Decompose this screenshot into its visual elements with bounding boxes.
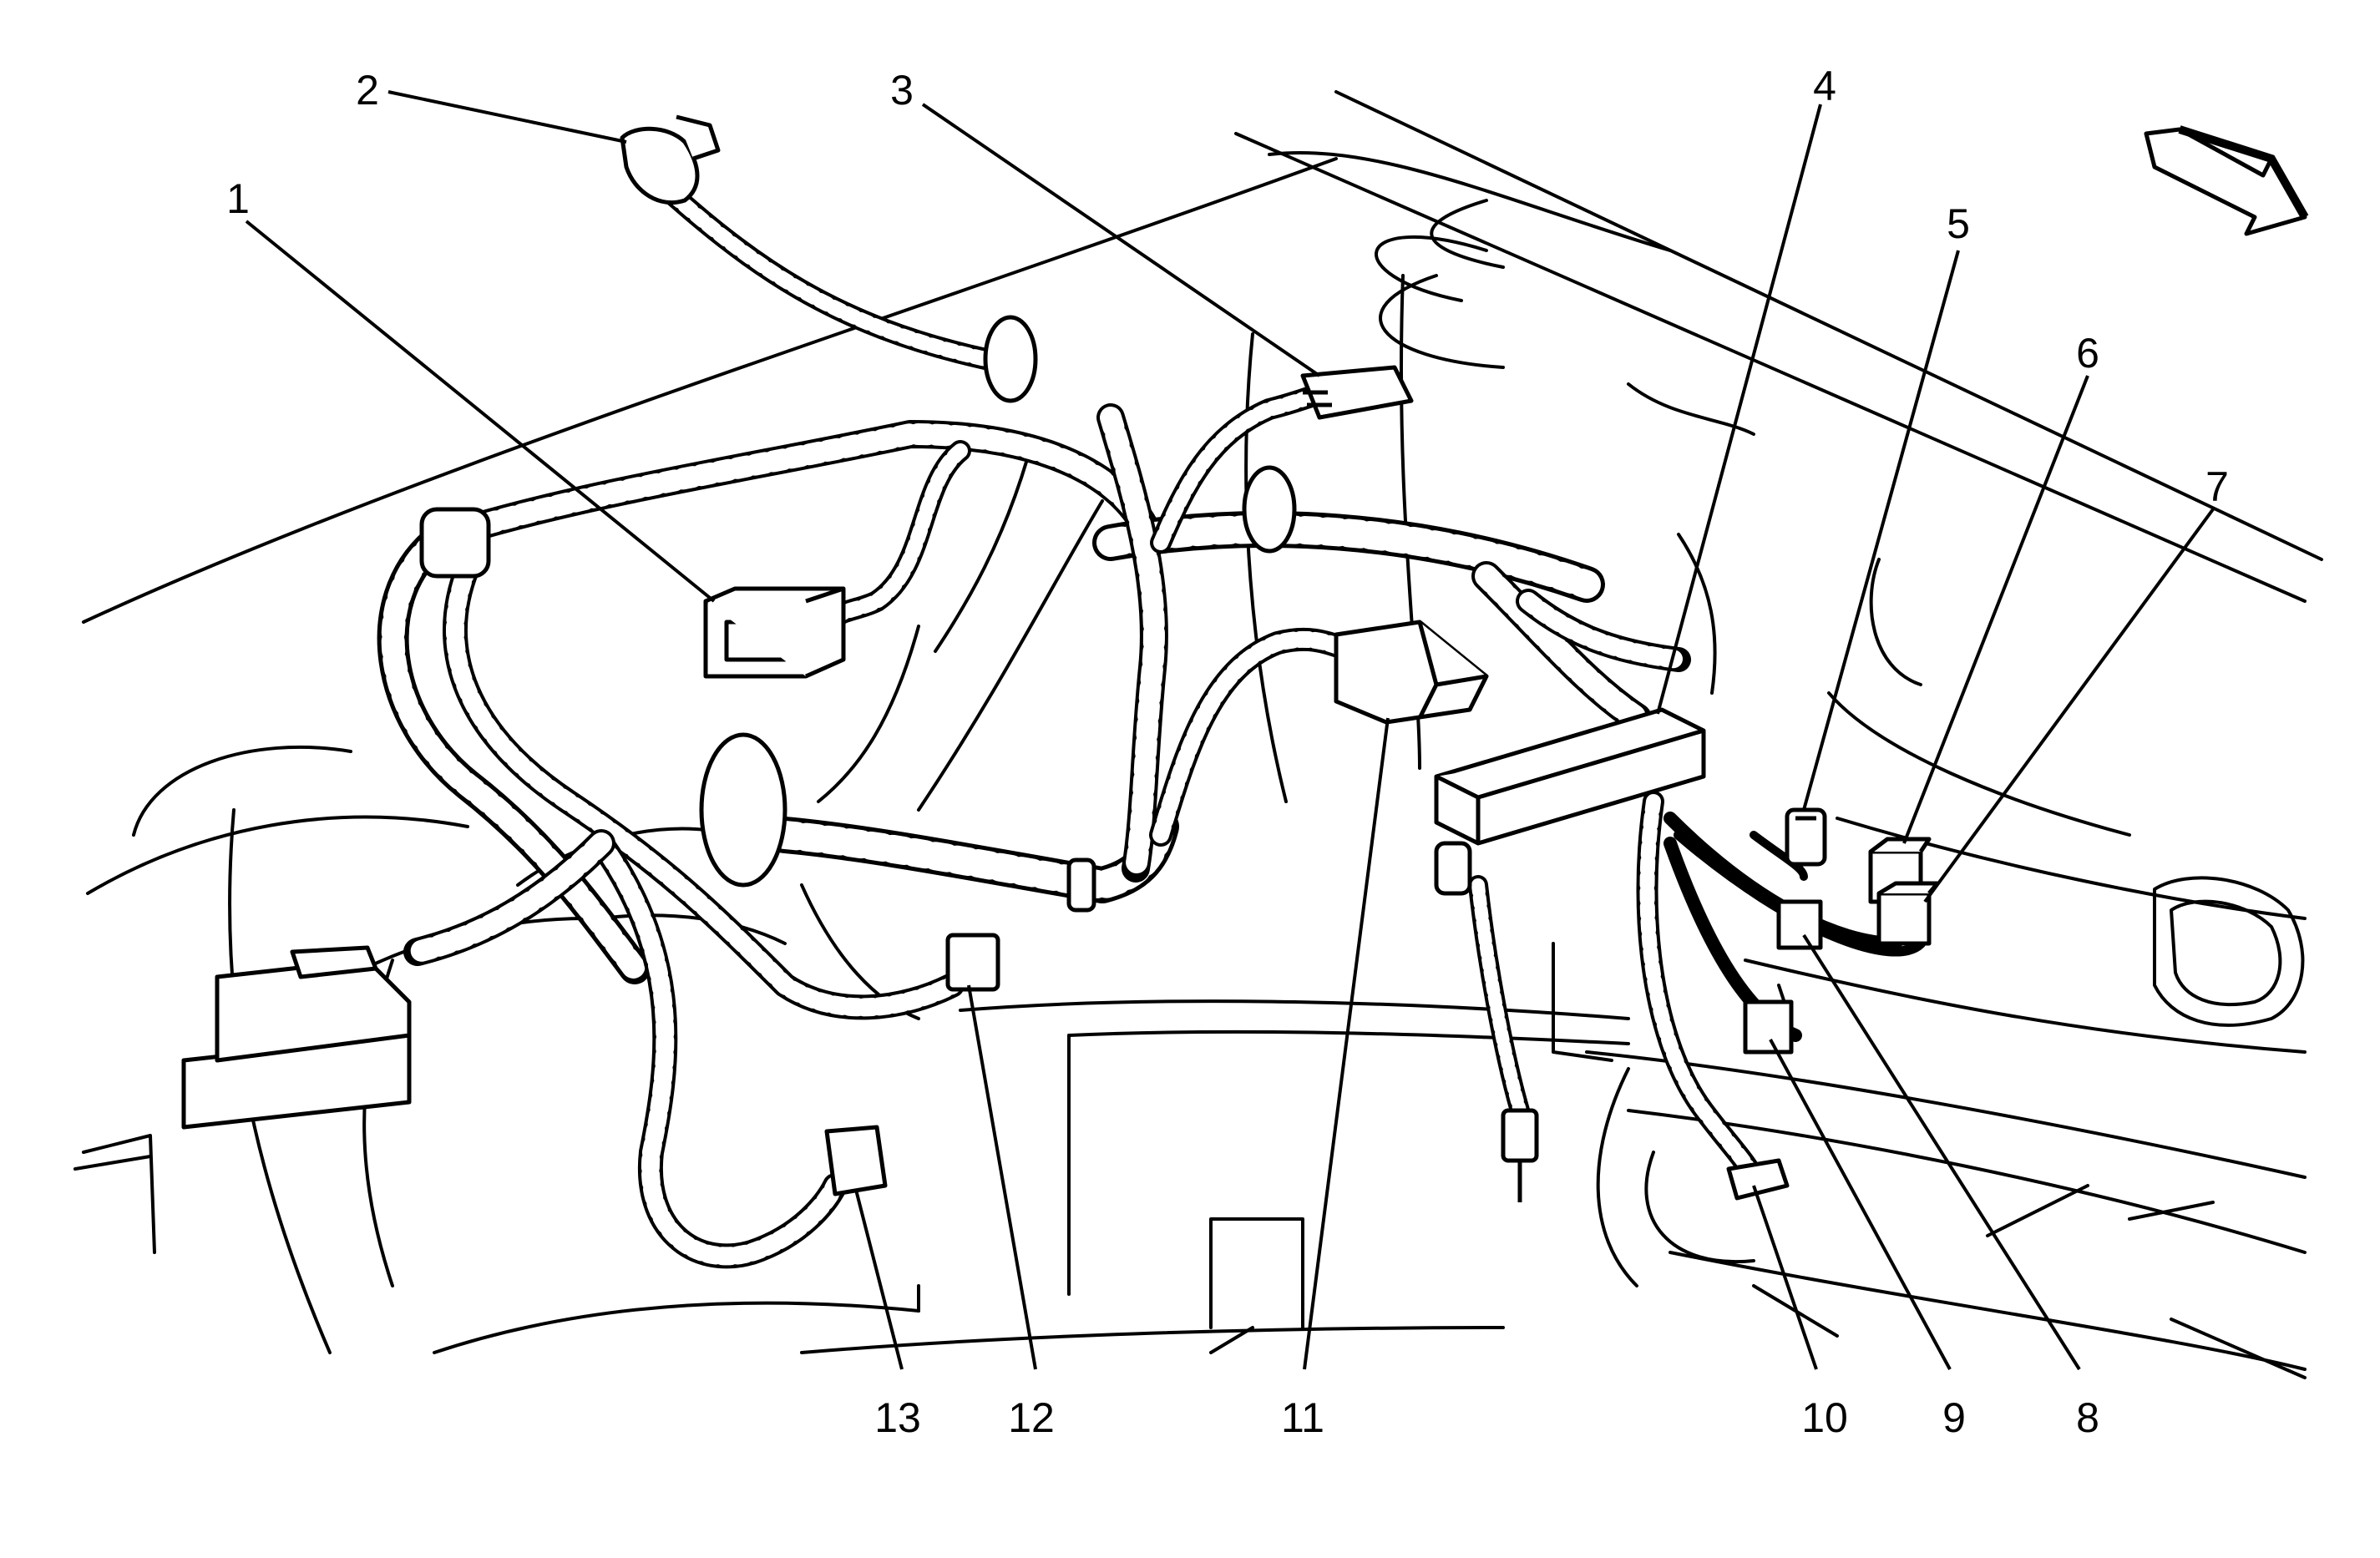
leader-13 [854, 1189, 904, 1370]
front-arrow-icon [2144, 125, 2309, 236]
clip-left [419, 507, 491, 579]
connector-3 [1300, 365, 1414, 420]
callout-5: 5 [1947, 200, 1970, 247]
leader-9 [1769, 1039, 1952, 1370]
callout-labels: 1 2 3 4 5 6 7 8 9 10 11 12 13 [226, 63, 2229, 1441]
callout-2: 2 [356, 67, 379, 114]
leader-5 [1802, 250, 1960, 811]
grommet-top [983, 315, 1038, 403]
connector-1 [703, 586, 846, 679]
leader-6 [1902, 375, 2089, 844]
clip-relay [1434, 841, 1472, 896]
connector-9 [1743, 999, 1794, 1055]
callout-6: 6 [2076, 330, 2099, 377]
callout-11: 11 [1281, 1394, 1324, 1441]
callout-7: 7 [2205, 463, 2229, 510]
connector-5 [1785, 807, 1827, 867]
connector-2 [620, 114, 721, 205]
leader-3 [921, 103, 1321, 377]
connector-7 [1876, 881, 1940, 946]
leader-2 [387, 90, 627, 144]
components [181, 114, 1940, 1202]
clip-center-left [1066, 857, 1096, 913]
callout-4: 4 [1813, 63, 1836, 109]
leader-4 [1656, 104, 1822, 715]
grommets [419, 315, 1297, 913]
callout-3: 3 [890, 67, 914, 114]
leader-1 [245, 220, 716, 603]
callout-10: 10 [1801, 1394, 1848, 1441]
leader-11 [1303, 717, 1390, 1370]
sensor-lower [1501, 1108, 1539, 1202]
leader-10 [1752, 1185, 1818, 1370]
module-11 [1334, 620, 1489, 725]
leader-lines [245, 90, 2215, 1371]
connector-8 [1776, 899, 1823, 950]
relay-box-4 [1434, 707, 1706, 846]
callout-12: 12 [1008, 1394, 1055, 1441]
connector-12 [945, 933, 1000, 992]
grommet-center [1242, 465, 1297, 554]
connector-left-block [181, 945, 412, 1130]
callout-13: 13 [874, 1394, 921, 1441]
connector-13 [824, 1125, 888, 1196]
leader-8 [1802, 933, 2081, 1371]
callout-8: 8 [2076, 1394, 2099, 1441]
grommet-left [699, 732, 787, 888]
callout-1: 1 [226, 175, 250, 222]
leader-7 [1923, 508, 2215, 903]
connector-10 [1726, 1158, 1790, 1201]
vehicle-body-outline [73, 90, 2323, 1379]
callout-9: 9 [1942, 1394, 1966, 1441]
leader-12 [967, 984, 1037, 1370]
wiring-harness [377, 164, 1926, 1269]
